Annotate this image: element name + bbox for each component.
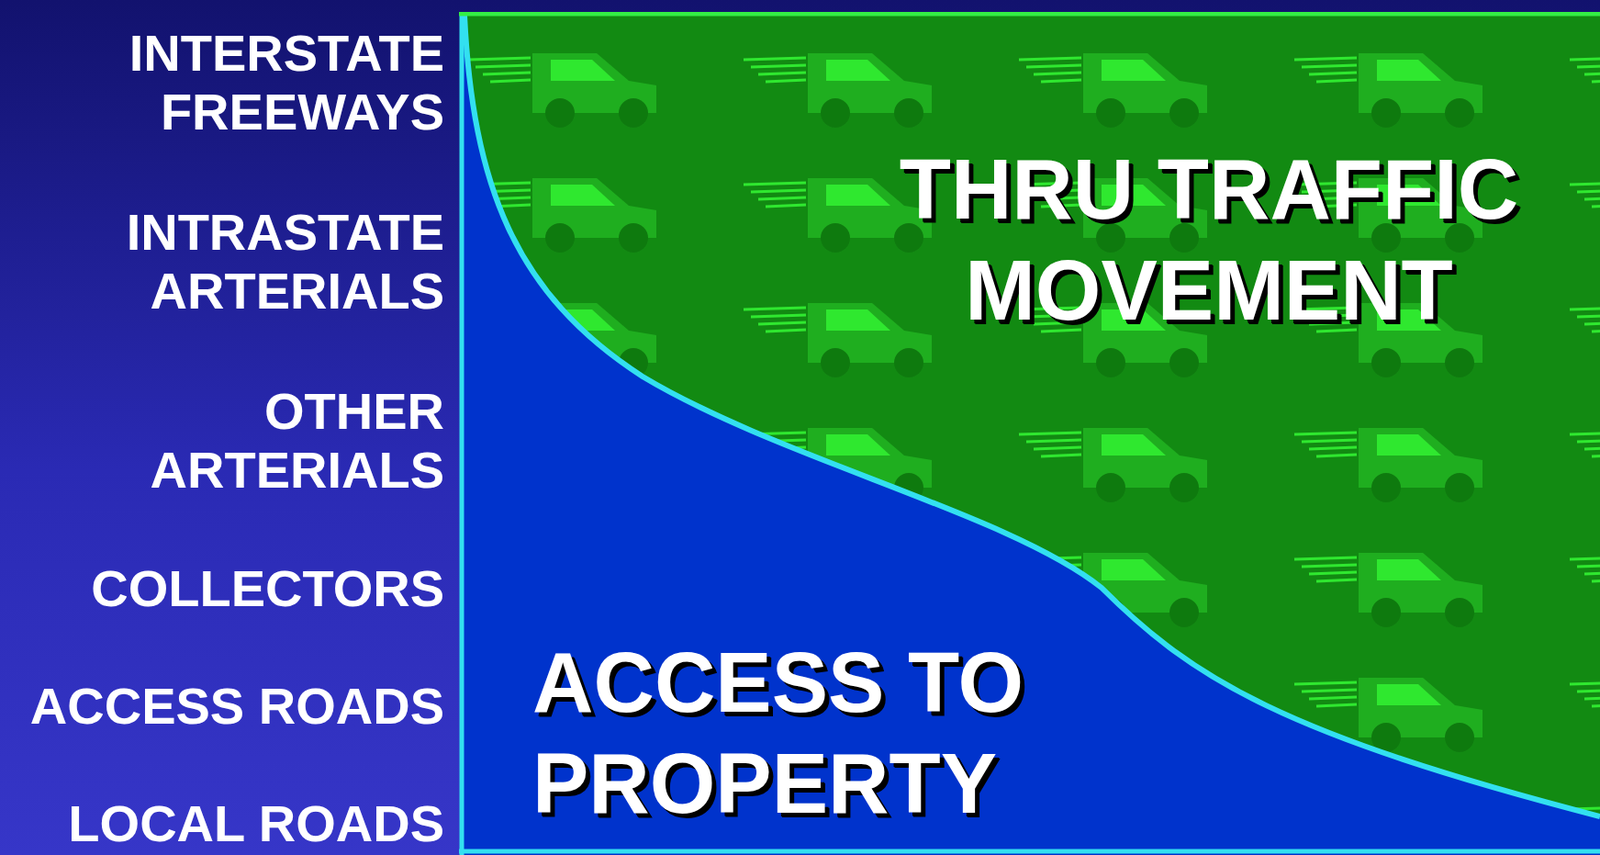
property-access-region: ACCESS TO PROPERTY bbox=[458, 11, 1600, 855]
road-class-label: OTHER ARTERIALS bbox=[5, 381, 445, 500]
road-class-label: LOCAL ROADS bbox=[5, 794, 445, 853]
bottom-border bbox=[458, 849, 1600, 854]
region-label: THRU TRAFFIC MOVEMENT bbox=[832, 138, 1586, 341]
road-class-label: INTERSTATE FREEWAYS bbox=[5, 23, 445, 142]
road-class-label: COLLECTORS bbox=[5, 559, 445, 618]
road-class-label: INTRASTATE ARTERIALS bbox=[5, 202, 445, 321]
left-border bbox=[459, 11, 465, 855]
road-class-label: ACCESS ROADS bbox=[5, 676, 445, 736]
blue-region bbox=[461, 15, 1600, 855]
top-border bbox=[458, 11, 1600, 17]
region-label: ACCESS TO PROPERTY bbox=[532, 631, 1175, 834]
